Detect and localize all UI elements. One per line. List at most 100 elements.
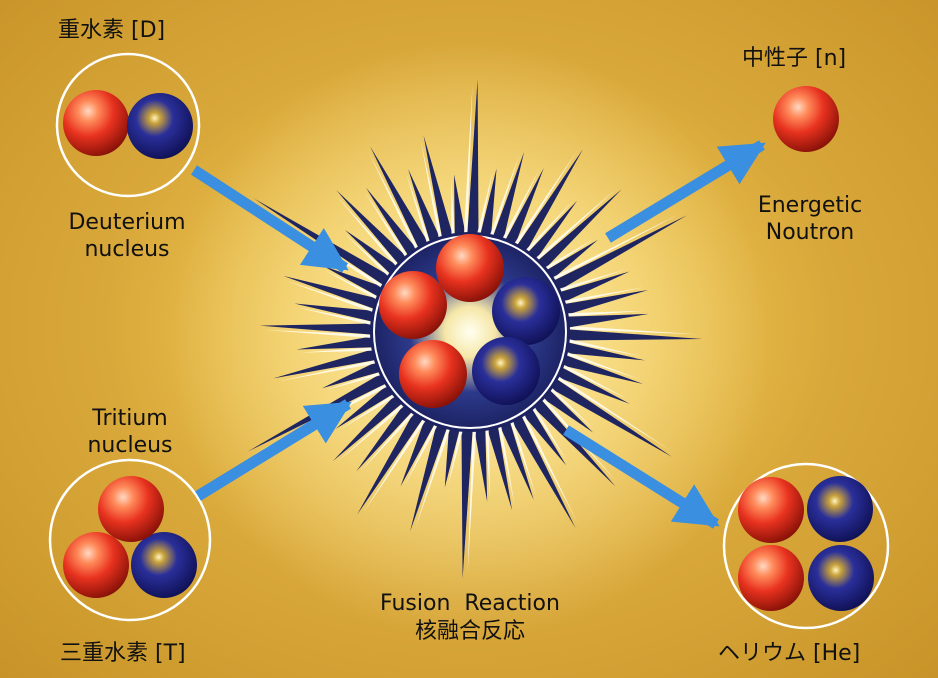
- starburst-highlight: [263, 329, 376, 339]
- arrow-helium-out: [563, 425, 720, 529]
- starburst-highlight: [559, 287, 644, 305]
- tritium-en-label-line2: nucleus: [87, 433, 173, 458]
- helium-ring: [722, 462, 890, 630]
- helium-neutron: [807, 476, 873, 542]
- starburst-spike: [560, 289, 649, 316]
- helium-jp-label: ヘリウム [He]: [718, 641, 861, 666]
- starburst-highlight: [500, 169, 540, 244]
- starburst-spike: [357, 409, 425, 515]
- starburst-highlight: [326, 370, 385, 390]
- starburst-spike: [556, 271, 630, 304]
- starburst-spike: [564, 329, 703, 341]
- neutron-jp-label: 中性子 [n]: [742, 46, 847, 71]
- helium-proton: [738, 545, 804, 611]
- starburst-spike: [322, 265, 386, 299]
- starburst-spike: [520, 405, 567, 466]
- starburst-highlight: [547, 384, 593, 429]
- starburst-spike: [539, 387, 594, 433]
- deuterium-jp-label: 重水素 [D]: [58, 18, 166, 43]
- arrow-deuterium-in: [191, 165, 349, 273]
- starburst-highlight: [497, 421, 515, 506]
- starburst-spike: [273, 348, 380, 379]
- tritium-en-label-line1: Tritium: [92, 406, 168, 431]
- deuterium-nucleus: [55, 52, 201, 198]
- starburst-highlight: [324, 270, 382, 302]
- deuterium-proton: [63, 90, 129, 156]
- starburst-highlight: [297, 307, 376, 326]
- tritium-proton: [63, 532, 129, 598]
- starburst-highlight: [519, 410, 578, 523]
- starburst-highlight: [564, 325, 698, 335]
- starburst-spike: [356, 401, 415, 472]
- starburst-highlight: [508, 417, 536, 496]
- tritium-proton: [98, 476, 164, 542]
- starburst-spike: [370, 146, 431, 252]
- starburst-highlight: [548, 213, 681, 283]
- arrow-neutron-out: [605, 140, 766, 243]
- starburst-highlight: [522, 201, 573, 255]
- starburst-highlight: [555, 269, 626, 294]
- starburst-highlight: [278, 359, 381, 382]
- starburst-highlight: [463, 84, 473, 238]
- starburst-spike: [336, 190, 410, 267]
- starburst-spike: [467, 79, 479, 238]
- starburst-spike: [473, 425, 488, 502]
- tritium-neutron: [131, 532, 197, 598]
- starburst-spike: [410, 421, 449, 532]
- helium-proton: [738, 477, 804, 543]
- starburst-spike: [559, 353, 644, 384]
- starburst-highlight: [451, 177, 455, 239]
- helium-nucleus: [722, 462, 890, 630]
- neutron-en-label-line1: Energetic: [757, 193, 863, 218]
- deuterium-ring: [55, 52, 201, 198]
- starburst-spike: [332, 392, 405, 462]
- deuterium-en-label-line2: nucleus: [84, 237, 170, 262]
- starburst-spike: [535, 189, 622, 272]
- reaction-arrows: [191, 140, 766, 529]
- core-proton: [399, 340, 467, 408]
- starburst-spike: [530, 397, 616, 487]
- starburst-highlight: [420, 140, 443, 243]
- starburst-highlight: [563, 310, 645, 317]
- starburst-highlight: [564, 338, 642, 357]
- starburst-spike: [525, 200, 578, 263]
- starburst-highlight: [340, 392, 399, 430]
- starburst-spike: [554, 365, 630, 404]
- starburst-highlight: [488, 154, 520, 240]
- starburst-spike: [509, 412, 576, 529]
- starburst-highlight: [448, 426, 464, 485]
- core-proton: [436, 234, 504, 302]
- starburst-highlight: [365, 192, 410, 261]
- starburst-highlight: [476, 171, 493, 238]
- starburst-highlight: [406, 173, 432, 247]
- starburst-spike: [563, 313, 649, 329]
- starburst-spike: [503, 167, 544, 248]
- starburst-spike: [547, 377, 673, 457]
- starburst-spike: [296, 335, 377, 350]
- starburst-highlight: [558, 362, 629, 400]
- starburst-highlight: [368, 152, 421, 254]
- starburst-highlight: [338, 401, 408, 462]
- starburst-highlight: [553, 373, 671, 451]
- starburst-highlight: [345, 234, 393, 280]
- starburst-highlight: [285, 280, 378, 314]
- starburst-spike: [444, 424, 461, 488]
- core-neutron: [472, 337, 540, 405]
- fusion-en-label: Fusion Reaction: [380, 591, 560, 616]
- starburst-highlight: [336, 195, 401, 270]
- starburst-spike: [283, 275, 381, 311]
- starburst-spike: [365, 187, 420, 259]
- starburst-highlight: [467, 426, 477, 574]
- starburst-spike: [408, 169, 442, 246]
- starburst-highlight: [541, 239, 594, 272]
- starburst-spike: [479, 168, 497, 240]
- starburst-spike: [562, 341, 645, 361]
- tritium-ring: [48, 458, 212, 622]
- starburst-spike: [498, 418, 534, 500]
- starburst-spike: [294, 303, 378, 323]
- starburst-highlight: [415, 424, 452, 529]
- fusion-core-particles: [379, 234, 560, 408]
- tritium-nucleus: [48, 458, 212, 622]
- starburst-spike: [491, 151, 525, 243]
